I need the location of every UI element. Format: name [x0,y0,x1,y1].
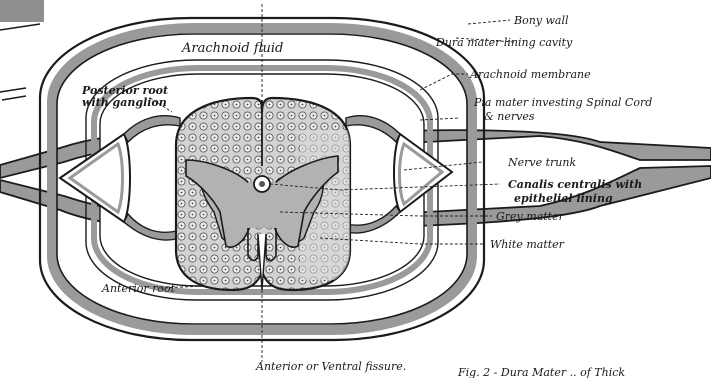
label-pia-mater-line2: & nerves [484,110,535,123]
label-arachnoid-membrane: Arachnoid membrane [469,68,591,81]
label-bony-wall: Bony wall [513,14,569,27]
leader-bony-wall [468,20,510,24]
label-pia-mater-line1: Pia mater investing Spinal Cord [473,96,652,109]
corner-tab [0,0,44,22]
label-white-matter: White matter [490,238,565,251]
label-canalis-line2: epithelial lining [514,192,613,205]
edge-mark [0,24,40,30]
label-arachnoid-fluid: Arachnoid fluid [181,41,283,56]
spinal-cord [176,98,360,290]
label-grey-matter: Grey matter [496,210,565,223]
edge-mark-left [0,88,26,100]
leader-pia [420,118,460,120]
label-posterior-root-line2: with ganglion [82,96,167,109]
caption-fragment: Fig. 2 - Dura Mater .. of Thick [457,366,625,378]
label-dura-mater: Dura mater lining cavity [435,36,573,49]
label-canalis-line1: Canalis centralis with [508,178,642,191]
label-anterior-fissure: Anterior or Ventral fissure. [255,360,406,373]
label-nerve-trunk: Nerve trunk [507,156,576,169]
central-canal-lumen [259,181,265,187]
label-anterior-root: Anterior root [101,282,176,295]
